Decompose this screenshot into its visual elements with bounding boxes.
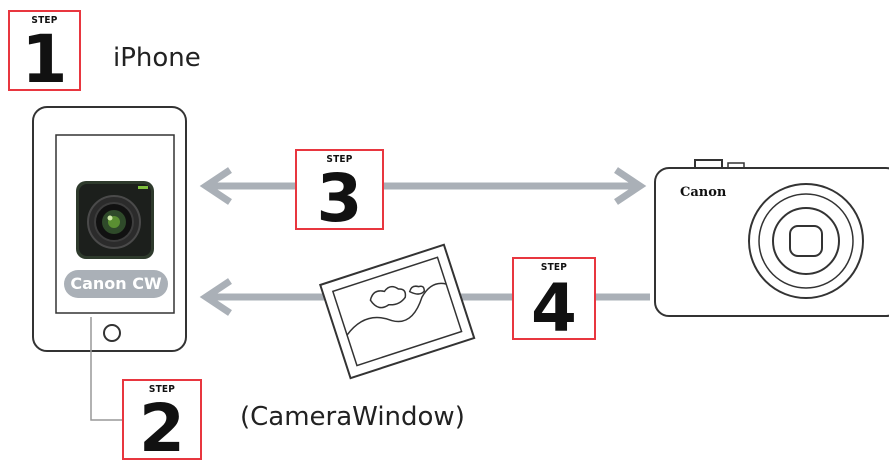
camera-brand-label: Canon (680, 185, 727, 200)
app-name-label: Canon CW (64, 270, 168, 298)
camerawindow-label: (CameraWindow) (240, 402, 465, 432)
step-2-label: STEP (148, 384, 176, 395)
step-4-badge: STEP 4 (512, 257, 596, 347)
step-3-number: 3 (316, 160, 363, 237)
step-3-label: STEP (326, 154, 353, 165)
step-3-badge: STEP 3 (295, 149, 384, 237)
camera-device (654, 159, 889, 317)
iphone-label: iPhone (113, 43, 201, 73)
step-2-badge: STEP 2 (122, 379, 202, 467)
home-button-icon (103, 324, 121, 342)
photo-icon (318, 243, 476, 380)
double-arrow-icon (199, 167, 647, 205)
step-1-label: STEP (31, 15, 58, 26)
canon-cw-app-icon (76, 181, 154, 259)
step-4-label: STEP (540, 262, 568, 273)
step-4-number: 4 (531, 270, 577, 347)
step-2-number: 2 (139, 390, 185, 467)
connector-line (90, 317, 122, 421)
step-1-badge: STEP 1 (8, 10, 81, 98)
step-1-number: 1 (21, 21, 68, 98)
